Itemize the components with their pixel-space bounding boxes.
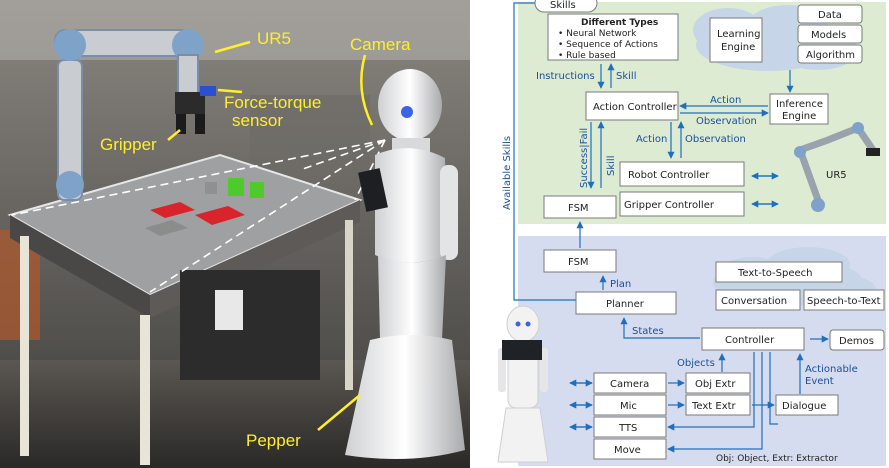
robot-controller-box bbox=[619, 161, 745, 187]
skill-type-item: • Rule based bbox=[558, 51, 616, 61]
label-camera: Camera bbox=[350, 35, 411, 54]
controller-label: Controller bbox=[725, 335, 775, 346]
green-block-1 bbox=[228, 178, 244, 196]
data-label: Data bbox=[818, 10, 842, 21]
gripper-controller-box bbox=[619, 191, 745, 217]
text-to-speech-label: Text-to-Speech bbox=[737, 268, 813, 279]
skill-label: Skill bbox=[616, 71, 636, 82]
pepper-icon bbox=[497, 305, 549, 463]
pepper-screen-label: pepper bbox=[506, 346, 538, 356]
learning-engine-box bbox=[709, 17, 763, 63]
success-fail-label: Success|Fail bbox=[579, 128, 590, 188]
action-label: Action bbox=[710, 95, 741, 106]
states-label: States bbox=[632, 326, 664, 337]
demos-label: Demos bbox=[839, 336, 874, 347]
table-leg-back bbox=[345, 220, 353, 390]
available-skills-label: Available Skills bbox=[502, 136, 513, 210]
legend-text: Obj: Object, Extr: Extractor bbox=[716, 454, 838, 464]
red-mat-1 bbox=[150, 202, 195, 218]
text-to-speech-box bbox=[715, 261, 843, 283]
action-controller-box bbox=[585, 91, 679, 121]
fsm-bottom-label: FSM bbox=[568, 257, 589, 268]
obj-extr-box bbox=[685, 372, 751, 394]
red-mat-2 bbox=[195, 206, 245, 225]
label-gripper: Gripper bbox=[100, 135, 157, 154]
dialogue-label: Dialogue bbox=[782, 401, 826, 412]
skills-label: Skills bbox=[550, 0, 576, 11]
robot-setup-photo: UR5 Camera Force-torque sensor Gripper P… bbox=[0, 0, 470, 468]
tts-label: TTS bbox=[618, 423, 637, 434]
action-controller-label: Action Controller bbox=[593, 102, 678, 113]
table-front-edge bbox=[10, 215, 150, 318]
data-store bbox=[797, 4, 863, 24]
action-down-label: Action bbox=[636, 134, 667, 145]
table-leg-front-left bbox=[20, 236, 29, 456]
camera-box bbox=[593, 372, 667, 394]
gripper-controller-label: Gripper Controller bbox=[624, 200, 715, 211]
objects-label: Objects bbox=[677, 358, 715, 369]
models-label: Models bbox=[811, 30, 846, 41]
grey-mat bbox=[145, 220, 188, 236]
label-force-torque: Force-torque bbox=[224, 93, 321, 112]
skill-type-item: • Sequence of Actions bbox=[558, 40, 658, 50]
text-extr-box bbox=[685, 394, 751, 416]
demos-store bbox=[829, 329, 885, 351]
ur5-arm bbox=[54, 29, 216, 201]
move-label: Move bbox=[614, 445, 641, 456]
controller-box bbox=[701, 327, 805, 351]
observation-up-label: Observation bbox=[685, 134, 746, 145]
learning-engine-label: Engine bbox=[721, 42, 755, 53]
controller-box bbox=[180, 270, 320, 380]
dialogue-box bbox=[775, 394, 839, 416]
obj-extr-label: Obj Extr bbox=[695, 379, 736, 390]
inference-engine-label: Engine bbox=[782, 111, 816, 122]
ur5-arm-icon bbox=[794, 122, 880, 212]
fsm-top-box bbox=[543, 195, 617, 219]
label-pepper: Pepper bbox=[246, 431, 301, 450]
camera-field-of-view bbox=[11, 139, 386, 293]
planner-box bbox=[575, 291, 677, 315]
mic-box bbox=[593, 394, 667, 416]
speech-to-text-box bbox=[803, 289, 885, 311]
robot-controller-label: Robot Controller bbox=[628, 170, 710, 181]
plan-label: Plan bbox=[610, 279, 631, 290]
skill-vertical-label: Skill bbox=[606, 156, 617, 176]
skill-types-box bbox=[547, 13, 679, 61]
models-store bbox=[797, 24, 863, 44]
conversation-label: Conversation bbox=[721, 296, 787, 307]
grey-block bbox=[205, 182, 217, 194]
observation-label: Observation bbox=[696, 116, 757, 127]
skill-type-item: • Neural Network bbox=[558, 29, 637, 39]
inference-engine-label: Inference bbox=[776, 99, 823, 110]
label-ur5: UR5 bbox=[257, 29, 291, 48]
background-shelf bbox=[250, 95, 370, 175]
instructions-label: Instructions bbox=[536, 71, 595, 82]
fsm-top-label: FSM bbox=[568, 203, 589, 214]
label-sensor: sensor bbox=[232, 111, 283, 130]
learning-engine-label: Learning bbox=[717, 29, 760, 40]
conversation-box bbox=[715, 289, 801, 311]
planner-label: Planner bbox=[606, 299, 645, 310]
inference-engine-box bbox=[769, 93, 829, 125]
mic-label: Mic bbox=[620, 401, 637, 412]
tts-box bbox=[593, 416, 667, 438]
move-box bbox=[593, 438, 667, 460]
skill-types-title: Different Types bbox=[581, 18, 658, 28]
camera-label: Camera bbox=[610, 379, 649, 390]
ur5-label: UR5 bbox=[826, 170, 847, 181]
event-label: Event bbox=[805, 376, 834, 387]
pepper-robot bbox=[345, 69, 465, 459]
text-extr-label: Text Extr bbox=[691, 401, 737, 412]
algorithm-store bbox=[797, 44, 863, 64]
fsm-bottom-box bbox=[543, 249, 617, 273]
speech-to-text-label: Speech-to-Text bbox=[807, 296, 881, 307]
controller-label bbox=[215, 290, 243, 330]
annotation-arrows bbox=[167, 40, 374, 431]
architecture-diagram: Skills Different Types • Neural Network … bbox=[497, 0, 886, 466]
algorithm-label: Algorithm bbox=[806, 50, 855, 61]
table-leg-front-right bbox=[140, 315, 150, 465]
green-block-2 bbox=[250, 182, 264, 198]
actionable-label: Actionable bbox=[805, 364, 858, 375]
